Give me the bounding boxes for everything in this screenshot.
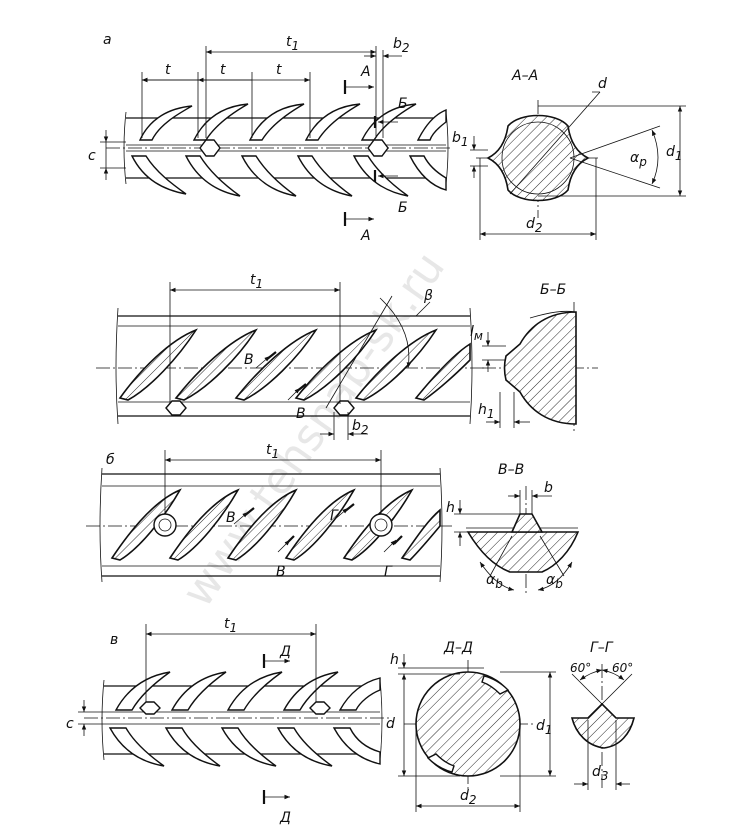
section-vv-rib [510,513,544,533]
section-bb-profile [503,311,577,425]
dim-c-top: c [88,130,126,180]
section-vv-profile [466,531,580,573]
panel-a-top-view: t1 β b2 В В [96,272,488,440]
panel-label-a: а [103,32,112,48]
cut-line-a: А А [343,64,374,244]
svg-text:60°: 60° [570,661,591,675]
section-aa: А–А d d1 αр b1 d2 [452,68,686,240]
svg-text:d1: d1 [536,718,553,737]
panel-label-v: в [110,632,118,648]
svg-text:αр: αр [630,150,647,169]
svg-text:Д: Д [279,644,291,660]
svg-text:В: В [244,352,254,368]
svg-text:b1: b1 [452,130,469,149]
section-aa-profile [486,114,590,202]
panel-label-b: б [106,452,115,468]
svg-text:t: t [276,62,282,78]
svg-text:c: c [88,148,96,164]
svg-text:В: В [296,406,306,422]
svg-text:b: b [544,480,553,496]
section-gg: Г–Г 60° 60° d3 [570,640,636,790]
svg-text:60°: 60° [612,661,633,675]
svg-text:b2: b2 [352,418,369,437]
watermark: www.tehsnab-sk.ru [172,243,455,616]
dim-t1: t1 [205,34,377,138]
svg-text:t1: t1 [250,272,263,291]
svg-text:d1: d1 [666,144,683,163]
section-title-dd: Д–Д [443,640,473,656]
svg-text:Б: Б [398,200,408,216]
panel-b-view: б t1 В В [86,442,452,583]
svg-text:t: t [165,62,171,78]
section-title-gg: Г–Г [590,640,614,656]
svg-text:Г: Г [384,564,393,580]
svg-text:Г: Г [330,508,339,524]
ribs-bottom [130,155,447,197]
svg-text:t1: t1 [224,616,237,635]
svg-text:А: А [360,64,371,80]
section-title-aa: А–А [511,68,538,84]
svg-text:αb: αb [546,572,563,591]
svg-text:d: d [598,76,607,92]
svg-text:Д: Д [279,810,291,826]
svg-text:d2: d2 [526,216,543,235]
break-line-left [123,111,127,185]
svg-text:Б: Б [398,96,408,112]
svg-text:h: h [446,500,455,516]
svg-text:d3: d3 [592,764,609,783]
cut-line-b-top: Б Б [373,96,408,216]
section-bb: Б–Б lм h1 [470,282,598,432]
svg-text:В: В [226,510,236,526]
round-mark-2 [369,513,393,537]
dim-t-chain: t t t [141,62,311,138]
ribs-v-bottom [108,727,381,767]
svg-text:lм: lм [470,324,483,343]
section-title-vv: В–В [498,462,524,478]
svg-text:t: t [220,62,226,78]
svg-text:d2: d2 [460,788,477,807]
section-dd: Д–Д d h d1 d2 [386,640,556,812]
section-title-bb: Б–Б [540,282,566,298]
section-vv: В–В b h αb αb [446,462,580,596]
section-gg-profile [570,702,636,749]
rib-gap-mark-1 [199,139,221,157]
panel-a-side-view: а [88,32,452,244]
svg-text:t1: t1 [266,442,279,461]
svg-text:h: h [390,652,399,668]
ribs-v-top [114,671,381,711]
svg-text:c: c [66,716,74,732]
svg-text:t1: t1 [286,34,299,53]
svg-text:h1: h1 [478,402,495,421]
round-mark-1 [153,513,177,537]
svg-text:d: d [386,716,395,732]
svg-text:А: А [360,228,371,244]
svg-text:β: β [423,288,433,304]
svg-text:В: В [276,564,286,580]
svg-text:αb: αb [486,572,503,591]
panel-v-view: в t1 c Д [66,616,390,826]
svg-text:b2: b2 [393,36,410,55]
rib-gap-mark-2 [367,139,389,157]
longitudinal-rib [126,144,446,152]
oblique-ribs-mid [118,328,471,401]
